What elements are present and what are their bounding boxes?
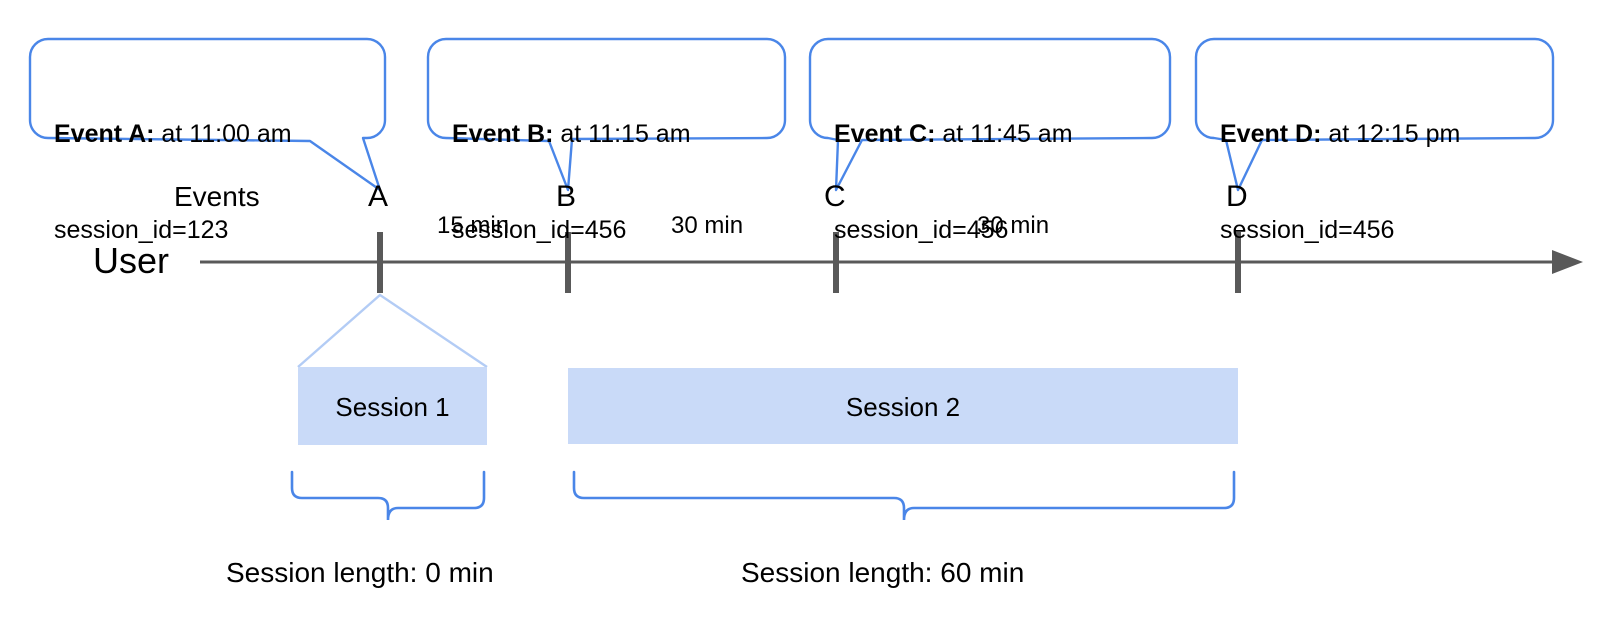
session-2-brace [572,470,1236,521]
tick-label-b: B [556,180,577,213]
callout-bubble-c [808,37,1172,192]
callout-text-b: Event B: at 11:15 am session_id=456 [452,54,772,310]
callout-text-d: Event D: at 12:15 pm session_id=456 [1220,54,1540,310]
session-1-brace [290,470,486,521]
session-bar-2 [568,368,1238,444]
session-bar-1 [298,367,487,445]
session-1-connector [297,293,488,368]
callout-c-bold: Event C: [834,120,936,148]
timeline-axis [200,250,1583,274]
callout-c-line2: session_id=456 [834,216,1009,244]
callout-d-rest: at 12:15 pm [1321,120,1461,148]
tick-label-a: A [368,180,389,213]
row-label-user: User [93,240,170,281]
session-bar-label-1: Session 1 [335,392,450,422]
callout-text-a: Event A: at 11:00 am session_id=123 [54,54,374,310]
callout-c-rest: at 11:45 am [935,120,1073,148]
row-label-events: Events [174,181,260,212]
callout-bubble-a [28,37,387,192]
callout-b-bold: Event B: [452,120,554,148]
session-bar-label-2: Session 2 [845,392,961,422]
callout-bubble-d [1194,37,1555,192]
callout-b-line2: session_id=456 [452,216,627,244]
callout-text-c: Event C: at 11:45 am session_id=456 [834,54,1154,310]
callout-d-line2: session_id=456 [1220,216,1395,244]
gap-label-b-c: 30 min [671,212,744,239]
session-length-label-2: Session length: 60 min [741,557,1025,588]
callout-d-bold: Event D: [1220,120,1322,148]
callout-a-rest: at 11:00 am [154,120,292,148]
callout-bubble-b [426,37,787,192]
tick-label-d: D [1226,180,1248,213]
gap-label-a-b: 15 min [437,212,510,239]
callout-a-line2: session_id=123 [54,216,229,244]
gap-label-c-d: 30 min [977,212,1050,239]
session-length-label-1: Session length: 0 min [226,557,494,588]
callout-a-bold: Event A: [54,120,155,148]
tick-label-c: C [824,180,846,213]
callout-b-rest: at 11:15 am [553,120,691,148]
